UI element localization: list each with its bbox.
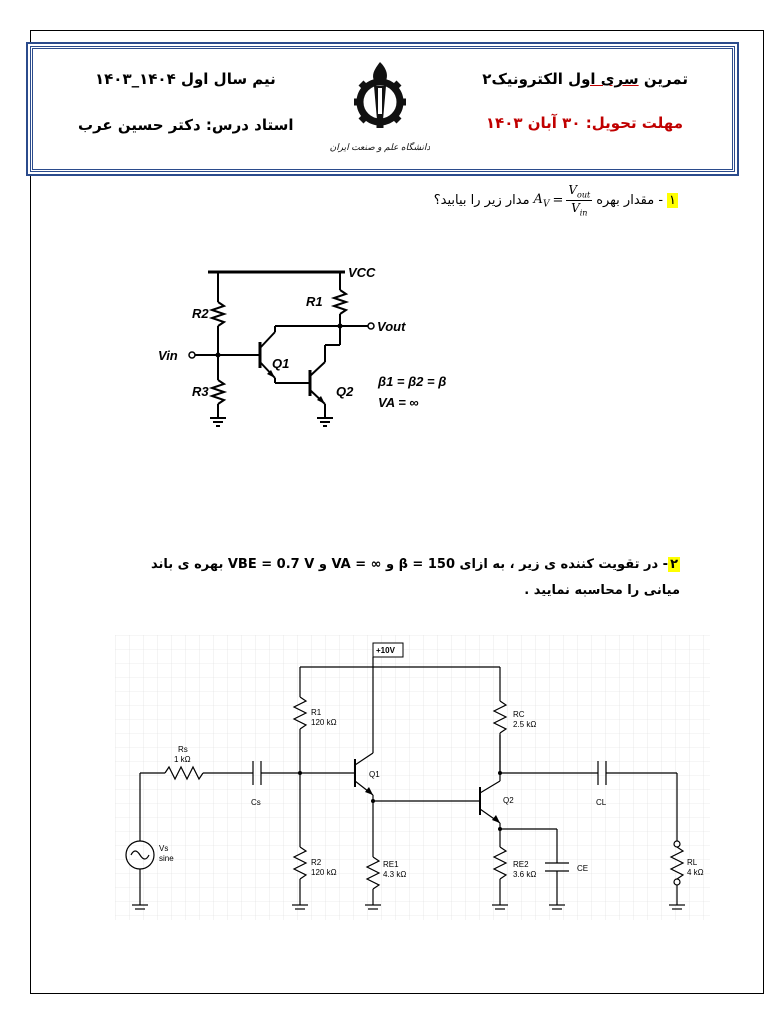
circuit-2: +10V R1 120 kΩ Rs 1 kΩ Cs Q1 R2 120 kΩ R… xyxy=(115,635,710,920)
label-vout: Vout xyxy=(377,319,406,334)
question-number: ۲ xyxy=(668,557,680,572)
label-rc: RC xyxy=(513,710,525,719)
label-r1: R1 xyxy=(306,294,323,309)
course-title: تمرین سری اول الکترونیک۲ xyxy=(482,70,688,88)
label-re1: RE1 xyxy=(383,860,399,869)
label-re1-value: 4.3 kΩ xyxy=(383,870,406,879)
question-1: ۱ - مقدار بهره AV = Vout Vin مدار زیر را… xyxy=(434,184,678,218)
label-rs: Rs xyxy=(178,745,188,754)
label-q1: Q1 xyxy=(272,356,289,371)
label-vin: Vin xyxy=(158,348,178,363)
circuit-1: VCC R2 R1 R3 Vin Vout Q1 Q2 β1 = β2 = β … xyxy=(158,265,446,427)
label-r2-value: 120 kΩ xyxy=(311,868,337,877)
question-number: ۱ xyxy=(667,193,678,209)
label-vs: Vs xyxy=(159,844,168,853)
label-r1-value: 120 kΩ xyxy=(311,718,337,727)
semester: نیم سال اول ۱۴۰۴_۱۴۰۳ xyxy=(95,70,276,88)
header-box xyxy=(30,46,735,172)
question-text-after: مدار زیر را بیابید؟ xyxy=(433,193,530,209)
label-rl-value: 4 kΩ xyxy=(687,868,704,877)
label-r1: R1 xyxy=(311,708,322,717)
label-re2: RE2 xyxy=(513,860,529,869)
label-supply: +10V xyxy=(376,646,396,655)
label-r3: R3 xyxy=(192,384,209,399)
label-rs-value: 1 kΩ xyxy=(174,755,191,764)
label-q2: Q2 xyxy=(336,384,354,399)
label-r2: R2 xyxy=(192,306,209,321)
logo-caption: دانشگاه علم و صنعت ایران xyxy=(330,141,430,153)
label-cl: CL xyxy=(596,798,607,807)
label-vs-type: sine xyxy=(159,854,174,863)
gain-formula: AV = Vout Vin xyxy=(533,183,593,218)
beta-equation: β1 = β2 = β xyxy=(377,374,446,389)
university-logo: دانشگاه علم و صنعت ایران xyxy=(330,62,430,153)
label-re2-value: 3.6 kΩ xyxy=(513,870,536,879)
deadline: مهلت تحویل: ۳۰ آبان ۱۴۰۳ xyxy=(485,114,683,132)
label-q1: Q1 xyxy=(369,770,380,779)
label-q2: Q2 xyxy=(503,796,514,805)
question-2: ۲- در تقویت کننده ی زیر ، به ازای 150 = … xyxy=(120,552,680,604)
page-border xyxy=(30,30,764,994)
question-text-before: - مقدار بهره xyxy=(596,193,664,209)
question-2-text: - در تقویت کننده ی زیر ، به ازای 150 = β… xyxy=(151,557,680,598)
label-rl: RL xyxy=(687,858,698,867)
label-ce: CE xyxy=(577,864,588,873)
label-vcc: VCC xyxy=(348,265,376,280)
label-cs: Cs xyxy=(251,798,261,807)
label-rc-value: 2.5 kΩ xyxy=(513,720,536,729)
va-equation: VA = ∞ xyxy=(378,395,419,410)
label-r2: R2 xyxy=(311,858,322,867)
instructor: استاد درس: دکتر حسین عرب xyxy=(78,116,294,134)
